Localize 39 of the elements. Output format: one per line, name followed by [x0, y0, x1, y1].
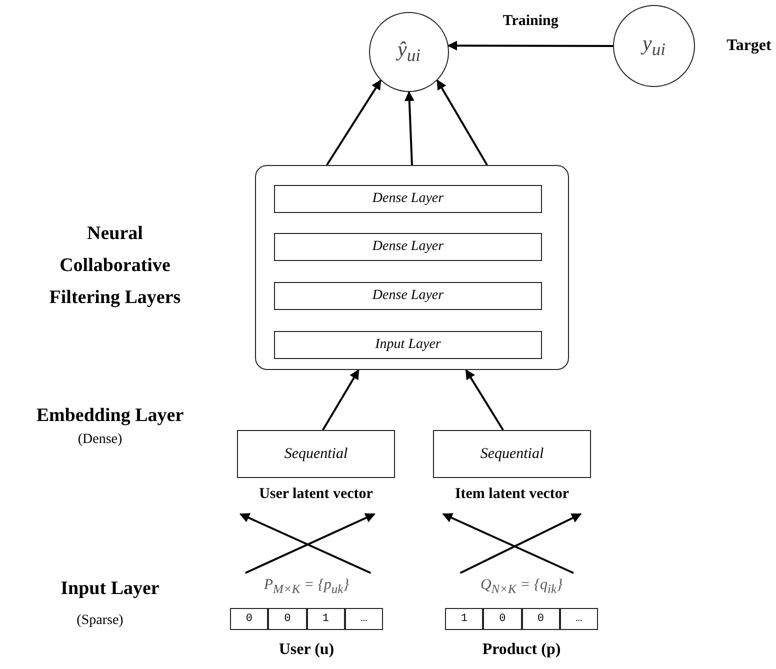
arrow	[322, 369, 360, 431]
arrow	[404, 91, 414, 166]
node-label: Product (p)	[481, 641, 562, 659]
layer-box: Dense Layer	[274, 233, 542, 261]
table-cell: …	[344, 608, 383, 630]
edge-label: Training	[500, 13, 562, 30]
embedding-box: Sequential	[237, 430, 395, 478]
layer-box: Dense Layer	[274, 282, 542, 310]
layer-box: Dense Layer	[274, 185, 542, 213]
node-label: User (u)	[278, 641, 336, 659]
section-note: (Dense)	[76, 432, 124, 448]
formula: Q$_{N×K}$ = {q$_{ik}$}	[479, 577, 564, 597]
section-heading: Input Layer	[60, 577, 160, 601]
math-label: ŷ$_{ui}$	[398, 37, 420, 67]
table-cell: 1	[306, 608, 345, 630]
table-cell: 0	[522, 608, 560, 630]
arrow	[436, 79, 488, 166]
layer-box: Input Layer	[274, 331, 542, 359]
formula: P$_{M×K}$ = {p$_{uk}$}	[262, 577, 350, 597]
node-label: User latent vector	[258, 486, 374, 503]
table-cell: 1	[445, 608, 484, 630]
arrow	[465, 369, 504, 431]
table-cell: …	[560, 608, 598, 630]
section-heading: Neural Collaborative Filtering Layers	[48, 222, 182, 310]
arrow	[447, 40, 613, 51]
table-cell: 0	[483, 608, 522, 630]
node-label: Item latent vector	[454, 486, 570, 503]
side-label: Target	[726, 37, 772, 55]
math-label: y$_{ui}$	[642, 31, 666, 61]
section-note: (Sparse)	[76, 613, 124, 629]
layer-stack-panel	[255, 165, 569, 370]
table-cell: 0	[268, 608, 306, 630]
prediction-circle	[369, 12, 449, 92]
embedding-box: Sequential	[433, 430, 591, 478]
section-heading: Embedding Layer	[35, 404, 185, 428]
table-cell: 0	[230, 608, 268, 630]
arrow	[460, 513, 582, 574]
arrow	[442, 513, 574, 574]
arrow	[326, 79, 382, 166]
